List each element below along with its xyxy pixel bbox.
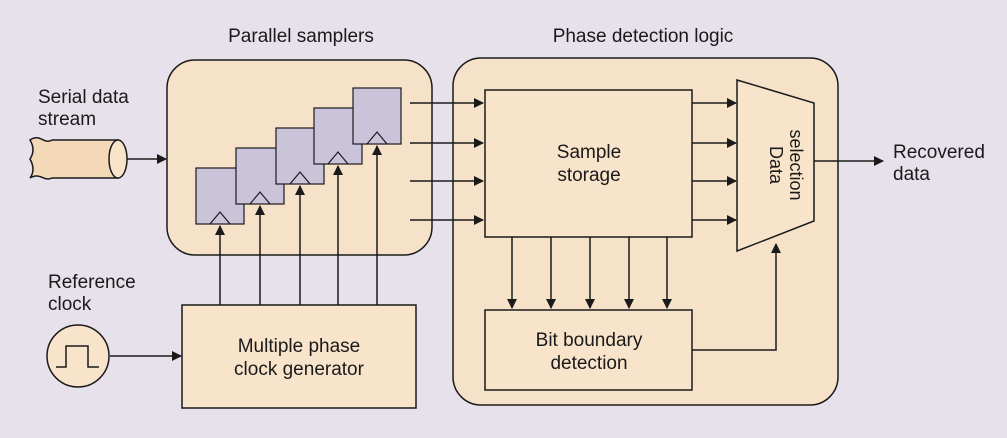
reference-clock-icon <box>46 324 110 388</box>
bit-boundary-block <box>484 309 693 391</box>
clock-phase-lines <box>215 145 382 305</box>
sampler-output-arrows <box>410 98 484 225</box>
phase-detection-logic-title: Phase detection logic <box>553 26 734 47</box>
flip-flop-5 <box>352 87 402 145</box>
bit-boundary-label-line2: detection <box>550 353 627 374</box>
data-selection-label: Data selection <box>766 129 806 200</box>
sample-storage-label-line2: storage <box>557 165 620 186</box>
reference-clock-label-line2: clock <box>48 294 92 315</box>
bit-boundary-label: Bit boundary <box>536 330 643 351</box>
svg-text:Data: Data <box>766 146 786 185</box>
storage-to-boundary-arrows <box>507 237 672 309</box>
parallel-samplers-title: Parallel samplers <box>228 26 374 47</box>
boundary-feedback-arrow <box>692 243 781 351</box>
data-selection-block <box>736 78 815 253</box>
serial-data-label-line2: stream <box>38 109 96 130</box>
clock-generator-label-line2: clock generator <box>234 359 365 380</box>
clock-generator-label: Multiple phase <box>238 336 361 357</box>
sample-storage-label: Sample <box>557 142 621 163</box>
clock-generator-block <box>181 304 417 409</box>
serial-data-cylinder-icon <box>28 137 128 180</box>
storage-output-arrows <box>692 98 737 225</box>
svg-text:selection: selection <box>786 129 806 200</box>
sample-storage-block <box>484 89 693 238</box>
serial-data-label: Serial data <box>38 87 129 108</box>
reference-clock-label: Reference <box>48 272 136 293</box>
recovered-data-label: Recovered <box>893 142 985 163</box>
recovered-data-label-line2: data <box>893 164 930 185</box>
